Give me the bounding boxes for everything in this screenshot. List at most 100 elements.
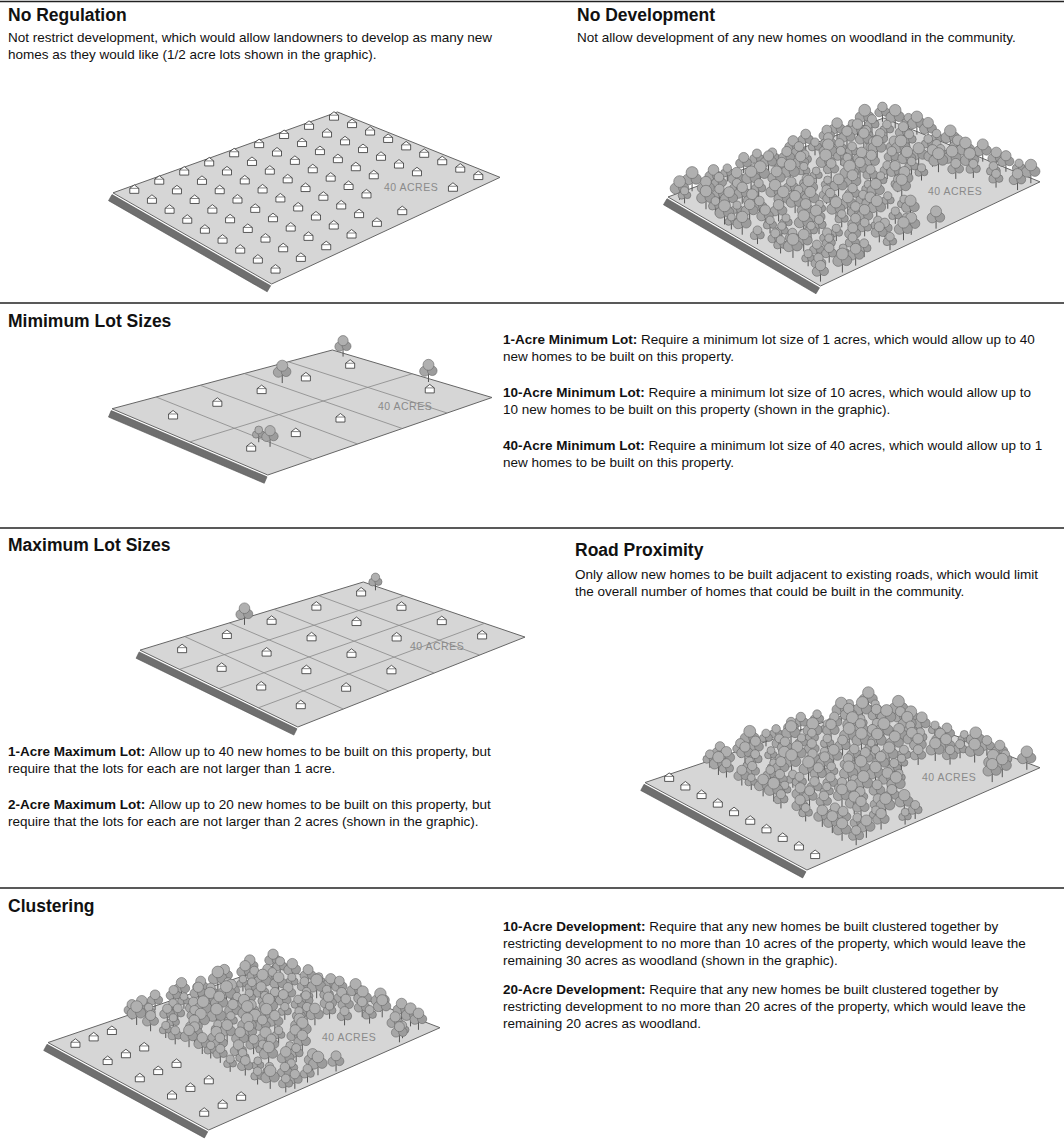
tree-crown bbox=[832, 224, 840, 232]
lot-line bbox=[258, 623, 484, 707]
house-icon bbox=[197, 176, 206, 185]
option-name: 20-Acre Development: bbox=[503, 982, 646, 997]
house-roof-line bbox=[402, 144, 411, 145]
tree-crown bbox=[889, 104, 901, 116]
tree-crown bbox=[739, 152, 749, 162]
tree-crown bbox=[905, 195, 916, 206]
house-roof-line bbox=[262, 651, 271, 652]
tree-crown bbox=[945, 745, 954, 754]
tree-crown bbox=[931, 721, 939, 729]
house-icon bbox=[348, 119, 357, 128]
tree-crown bbox=[248, 978, 257, 987]
tree-crown bbox=[762, 729, 770, 737]
tree-crown bbox=[969, 738, 981, 750]
tree-crown bbox=[913, 143, 924, 154]
tree-crown bbox=[878, 718, 890, 730]
house-icon bbox=[279, 243, 288, 252]
house-roof-line bbox=[420, 152, 429, 153]
house-roof-line bbox=[276, 196, 285, 197]
house-roof-line bbox=[329, 224, 338, 225]
section-heading: No Regulation bbox=[8, 5, 127, 26]
house-roof-line bbox=[312, 605, 321, 606]
acreage-label: 40 ACRES bbox=[378, 400, 432, 412]
house-roof-line bbox=[376, 155, 385, 156]
tree-crown bbox=[193, 982, 203, 992]
house-roof-line bbox=[697, 793, 706, 794]
house-roof-line bbox=[255, 142, 264, 143]
tree-crown bbox=[173, 1004, 182, 1013]
section-heading: Clustering bbox=[8, 896, 95, 917]
house-icon bbox=[341, 136, 350, 145]
tree-crown bbox=[227, 1012, 235, 1020]
tree-crown bbox=[751, 750, 760, 759]
house-icon bbox=[420, 149, 429, 158]
house-icon bbox=[276, 193, 285, 202]
house-icon bbox=[347, 230, 356, 239]
house-roof-line bbox=[213, 401, 222, 402]
option-description: Only allow new homes to be built adjacen… bbox=[575, 566, 1045, 600]
tree-crown bbox=[323, 992, 333, 1002]
tree-crown bbox=[893, 695, 905, 707]
house-icon bbox=[251, 204, 260, 213]
tree-crown bbox=[782, 146, 792, 156]
tree-crown bbox=[848, 183, 858, 193]
house-roof-line bbox=[326, 176, 335, 177]
tree-crown bbox=[240, 961, 250, 971]
tree-crown bbox=[169, 985, 178, 994]
house-roof-line bbox=[478, 633, 487, 634]
tree-crown bbox=[212, 966, 224, 978]
parcel: 40 ACRES bbox=[48, 965, 440, 1130]
acreage-label: 40 ACRES bbox=[928, 185, 982, 197]
house-icon bbox=[257, 385, 266, 394]
house-icon bbox=[362, 189, 371, 198]
house-icon bbox=[290, 156, 299, 165]
house-roof-line bbox=[311, 214, 320, 215]
tree-crown bbox=[255, 426, 263, 434]
house-roof-line bbox=[301, 375, 310, 376]
tree-crown bbox=[777, 186, 789, 198]
house-roof-line bbox=[351, 165, 360, 166]
tree-crown bbox=[964, 148, 976, 160]
tree-crown bbox=[814, 215, 823, 224]
house-roof-line bbox=[296, 256, 305, 257]
option-text: Only allow new homes to be built adjacen… bbox=[575, 567, 1038, 599]
house-roof-line bbox=[337, 203, 346, 204]
parcel: 40 ACRES bbox=[140, 582, 525, 727]
house-roof-line bbox=[273, 151, 282, 152]
house-icon bbox=[333, 154, 342, 163]
tree-crown bbox=[807, 221, 815, 229]
house-roof-line bbox=[681, 784, 690, 785]
tree-crown bbox=[913, 745, 923, 755]
tree-crown bbox=[813, 763, 823, 773]
house-roof-line bbox=[165, 208, 174, 209]
house-roof-line bbox=[394, 163, 403, 164]
tree-crown bbox=[795, 151, 805, 161]
tree-crown bbox=[733, 201, 741, 209]
house-icon bbox=[215, 185, 224, 194]
parcel-ground bbox=[112, 350, 492, 475]
tree-crown bbox=[294, 995, 303, 1004]
tree-crown bbox=[853, 813, 862, 822]
tree-crown bbox=[867, 115, 876, 124]
house-icon bbox=[347, 649, 356, 658]
tree-crown bbox=[256, 982, 266, 992]
house-icon bbox=[218, 235, 227, 244]
tree-crown bbox=[740, 742, 750, 752]
house-roof-line bbox=[665, 776, 674, 777]
house-roof-line bbox=[342, 686, 351, 687]
house-icon bbox=[253, 255, 262, 263]
house-roof-line bbox=[147, 198, 156, 199]
tree-crown bbox=[856, 697, 868, 709]
tree-crown bbox=[1015, 159, 1023, 167]
tree-crown bbox=[1025, 159, 1037, 171]
house-icon bbox=[208, 205, 217, 214]
house-icon bbox=[387, 665, 396, 674]
house-roof-line bbox=[333, 157, 342, 158]
tree-crown bbox=[890, 771, 902, 783]
tree-crown bbox=[281, 1002, 289, 1010]
tree-crown bbox=[886, 232, 895, 241]
tree-crown bbox=[176, 977, 186, 987]
house-roof-line bbox=[355, 212, 364, 213]
tree-crown bbox=[817, 805, 828, 816]
house-roof-line bbox=[362, 192, 371, 193]
